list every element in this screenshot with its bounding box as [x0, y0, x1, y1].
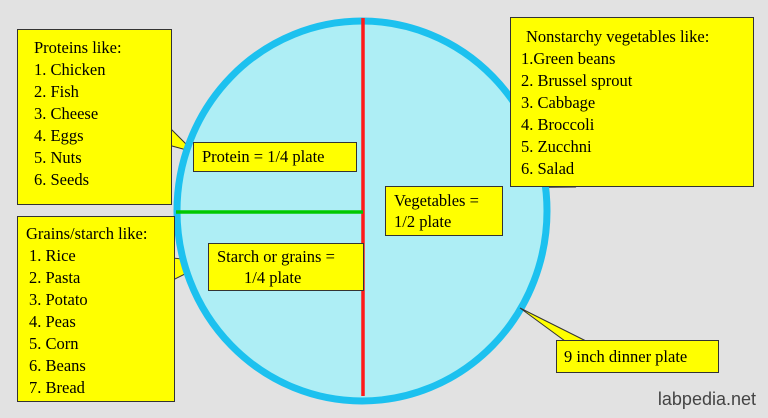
list-item: 2. Fish [34, 82, 79, 101]
list-item: 6. Salad [521, 159, 575, 178]
grains-list: 1. Rice 2. Pasta 3. Potato 4. Peas 5. Co… [26, 245, 174, 399]
proteins-list: 1. Chicken 2. Fish 3. Cheese 4. Eggs 5. … [34, 59, 171, 191]
vegetables-callout: Nonstarchy vegetables like: 1.Green bean… [510, 17, 754, 187]
starch-portion-label: Starch or grains = 1/4 plate [208, 243, 364, 291]
starch-label-line1: Starch or grains = [217, 247, 335, 266]
protein-portion-label: Protein = 1/4 plate [193, 142, 357, 172]
list-item: 3. Cabbage [521, 93, 596, 112]
starch-label-line2: 1/4 plate [244, 268, 302, 287]
list-item: 2. Brussel sprout [521, 71, 633, 90]
list-item: 5. Corn [29, 334, 79, 353]
veg-label-line1: Vegetables = [394, 191, 479, 210]
vegetables-list: 1.Green beans 2. Brussel sprout 3. Cabba… [521, 48, 753, 180]
list-item: 7. Bread [29, 378, 85, 397]
list-item: 1. Chicken [34, 60, 106, 79]
veg-label-line2: 1/2 plate [394, 212, 452, 231]
proteins-callout: Proteins like: 1. Chicken 2. Fish 3. Che… [17, 29, 172, 205]
plate-callout-pointer [519, 307, 587, 342]
watermark: labpedia.net [657, 389, 756, 409]
vegetables-portion-label: Vegetables = 1/2 plate [385, 186, 503, 236]
list-item: 1.Green beans [521, 49, 616, 68]
list-item: 3. Potato [29, 290, 88, 309]
grains-title: Grains/starch like: [26, 224, 148, 243]
list-item: 6. Beans [29, 356, 86, 375]
grains-callout: Grains/starch like: 1. Rice 2. Pasta 3. … [17, 216, 175, 402]
list-item: 4. Broccoli [521, 115, 595, 134]
list-item: 2. Pasta [29, 268, 81, 287]
list-item: 5. Zucchni [521, 137, 592, 156]
plate-size-label: 9 inch dinner plate [556, 340, 719, 373]
list-item: 3. Cheese [34, 104, 99, 123]
proteins-title: Proteins like: [34, 38, 122, 57]
vegetables-title: Nonstarchy vegetables like: [526, 27, 710, 46]
list-item: 1. Rice [29, 246, 76, 265]
list-item: 4. Peas [29, 312, 76, 331]
list-item: 4. Eggs [34, 126, 84, 145]
list-item: 6. Seeds [34, 170, 89, 189]
list-item: 5. Nuts [34, 148, 82, 167]
